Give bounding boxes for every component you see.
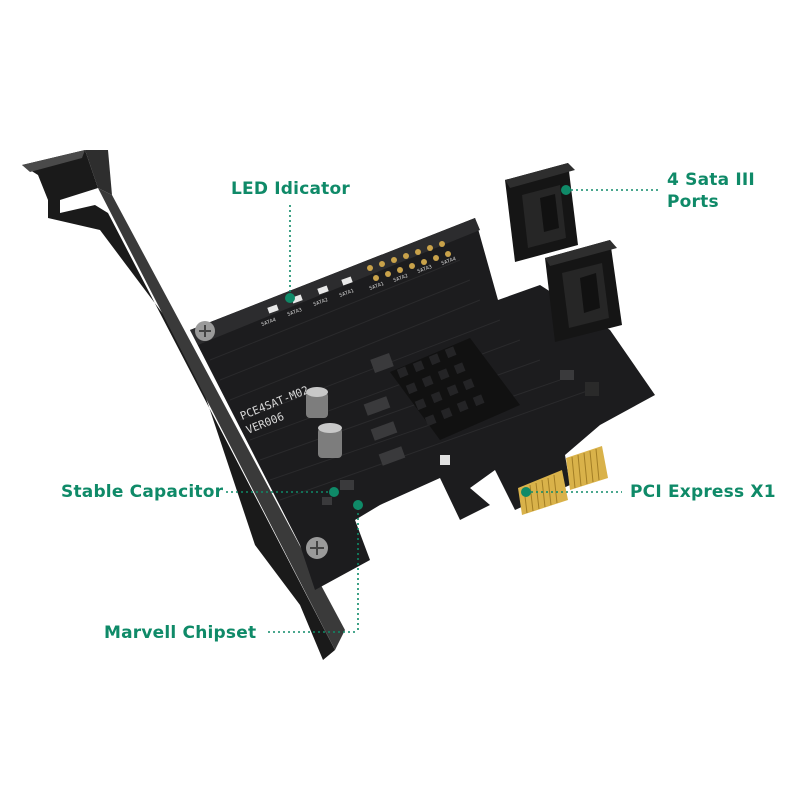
pci-express-label: PCI Express X1 (630, 482, 776, 502)
capacitor-callout-dot (329, 487, 339, 497)
header-label-2: SATA2 (393, 273, 409, 284)
stable-capacitor-label: Stable Capacitor (61, 482, 224, 502)
capacitor-1 (306, 387, 328, 418)
header-label-3: SATA3 (417, 264, 433, 275)
sata-ports-label-line2: Ports (667, 192, 719, 212)
bracket-screw-bottom (306, 537, 328, 559)
callout-dots (285, 185, 571, 510)
led-row (267, 276, 353, 314)
capacitor-2 (318, 423, 342, 458)
sata-callout-dot (561, 185, 571, 195)
sata-port-top (505, 163, 578, 262)
pci-bracket (22, 150, 345, 660)
marvell-callout-dot (353, 500, 363, 510)
marvell-chipset-label: Marvell Chipset (104, 623, 257, 643)
pci-callout-dot (521, 487, 531, 497)
led-label-1: SATA4 (261, 317, 277, 328)
led-callout-dot (285, 293, 295, 303)
led-label-2: SATA3 (287, 307, 303, 318)
sata-ports-label-line1: 4 Sata III (667, 170, 755, 190)
bracket-screw-top (195, 321, 215, 341)
pin-header (367, 241, 451, 281)
led-indicator-label: LED Idicator (231, 179, 350, 199)
callout-lines (226, 189, 660, 633)
sata-ports-label: 4 Sata III Ports (667, 169, 755, 213)
header-label-4: SATA4 (441, 256, 457, 267)
led-label-3: SATA2 (313, 297, 329, 308)
header-label-1: SATA1 (369, 281, 385, 292)
led-label-4: SATA1 (339, 288, 355, 299)
smd-components (322, 353, 599, 505)
chipset-heatsink (390, 338, 520, 440)
sata-port-bottom (545, 240, 622, 342)
